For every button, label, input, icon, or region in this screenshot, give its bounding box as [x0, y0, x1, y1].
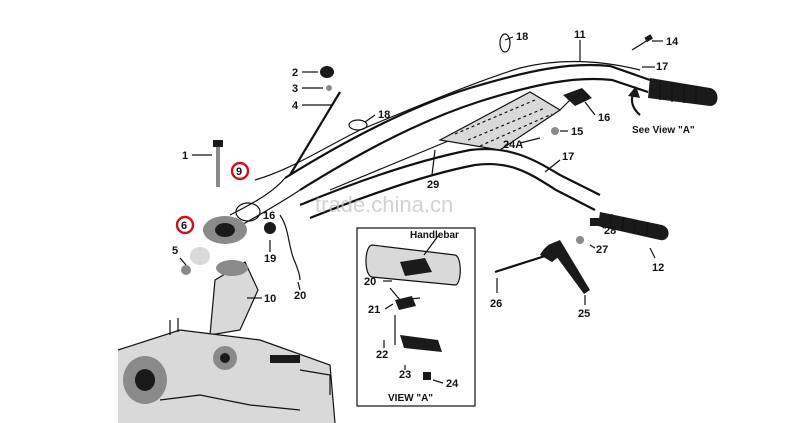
clutch-lever: [540, 240, 590, 294]
speed-control-rod: [289, 66, 341, 176]
callout-20-inset: 20: [364, 276, 376, 288]
highlight-ring-6: [175, 215, 195, 235]
highlight-ring-9: [230, 161, 250, 181]
lower-grip: [598, 212, 669, 241]
cable-20: [279, 214, 301, 281]
callout-19: 19: [264, 253, 276, 265]
callout-2: 2: [292, 67, 298, 79]
throttle-control: [559, 88, 592, 111]
handlebar-upper-tube: [229, 63, 651, 227]
spacer-28: [590, 218, 600, 226]
handlebar-brace: [438, 91, 562, 151]
callout-18-left: 18: [378, 109, 390, 121]
callout-5: 5: [172, 245, 178, 257]
callout-16: 16: [598, 112, 610, 124]
callout-21: 21: [368, 304, 380, 316]
view-a-inset: [356, 227, 476, 407]
callout-1: 1: [182, 150, 188, 162]
callout-3: 3: [292, 83, 298, 95]
handle-stem: [209, 260, 259, 336]
callout-15: 15: [571, 126, 583, 138]
washer-5: [181, 265, 191, 275]
callout-11: 11: [574, 29, 586, 41]
engine-block: [117, 318, 336, 423]
upper-grip: [648, 78, 718, 106]
throttle-cable: [254, 60, 641, 181]
pivot-assembly: [190, 202, 276, 265]
view-a-title: VIEW "A": [388, 393, 433, 404]
callout-17-top: 17: [656, 61, 668, 73]
callout-24a: 24A: [503, 139, 523, 151]
callout-22: 22: [376, 349, 388, 361]
callout-17-mid: 17: [562, 151, 574, 163]
callout-20: 20: [294, 290, 306, 302]
callout-29: 29: [427, 179, 439, 191]
callout-25: 25: [578, 308, 590, 320]
callout-labels: 1 2 3 4 18 18 11 14 17 16 15 24A See Vie…: [172, 29, 695, 404]
callout-24: 24: [446, 378, 459, 390]
callout-23: 23: [399, 369, 411, 381]
callout-14: 14: [666, 36, 679, 48]
bolt-14: [631, 34, 653, 51]
callout-12: 12: [652, 262, 664, 274]
nut-15: [551, 127, 559, 135]
callout-18-top: 18: [516, 31, 528, 43]
bolt-26: [494, 254, 546, 274]
callout-10: 10: [264, 293, 276, 305]
cable-clamp: [348, 33, 511, 131]
watermark: trade.china.cn: [315, 192, 453, 217]
callout-9: 9: [236, 166, 242, 178]
callout-4: 4: [292, 100, 299, 112]
leader-lines: [179, 36, 663, 384]
callout-27: 27: [596, 244, 608, 256]
see-view-a-label: See View "A": [632, 125, 695, 136]
callout-26: 26: [490, 298, 502, 310]
bolt-1: [213, 140, 223, 187]
callout-6: 6: [181, 220, 187, 232]
callout-28: 28: [604, 225, 616, 237]
callout-16-lower: 16: [263, 210, 275, 222]
inset-handlebar-label: Handlebar: [410, 230, 459, 241]
spacer-27: [576, 236, 584, 244]
